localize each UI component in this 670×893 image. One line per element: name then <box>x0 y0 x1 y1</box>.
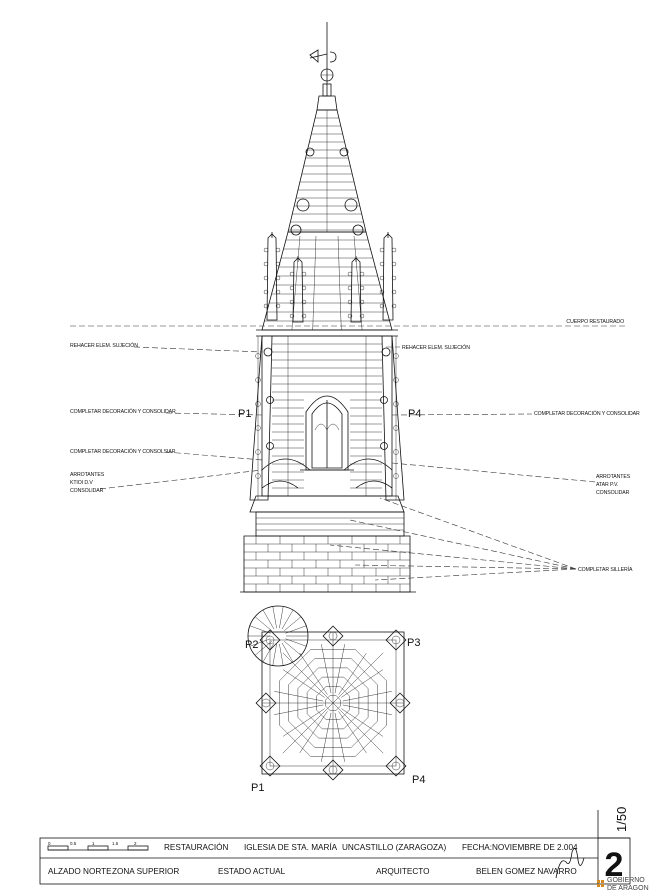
scale-tick-1: 1 <box>92 841 95 846</box>
annotation-rehacer-left: REHACER ELEM. SUJECIÓN <box>70 342 138 349</box>
annotation-arrotantes-right-1: ARROTANTES <box>596 474 631 480</box>
annotation-completar-left: COMPLETAR DECORACIÓN Y CONSOLIDAR <box>70 408 176 415</box>
scale-bar <box>47 845 149 851</box>
point-label-p1-elevation: P1 <box>238 408 251 420</box>
point-label-p1-plan: P1 <box>251 782 264 794</box>
weather-vane-icon <box>309 22 337 97</box>
point-label-p2-plan: P2 <box>245 639 258 651</box>
title-zona: ZONA SUPERIOR <box>112 867 179 876</box>
sheet-number: 2 <box>605 846 624 884</box>
annotation-leaders <box>70 325 625 581</box>
annotation-cuerpo-restaurado: CUERPO RESTAURADO <box>566 319 624 325</box>
drawing-scale: 1/50 <box>614 807 629 832</box>
annotation-completar-right: COMPLETAR DECORACIÓN Y CONSOLIDAR <box>534 410 640 417</box>
title-estado: ESTADO ACTUAL <box>218 867 286 876</box>
annotation-arrotantes-right-3: CONSOLIDAR <box>596 490 630 496</box>
title-location: UNCASTILLO (ZARAGOZA) <box>342 843 446 852</box>
gothic-window <box>300 395 354 471</box>
logo-line-2: DE ARAGON <box>607 885 649 892</box>
title-fecha-label: FECHA: <box>462 843 492 852</box>
annotation-completar-consolsiar: COMPLETAR DECORACIÓN Y CONSOLSIAR <box>70 448 176 455</box>
plan-view-drawing <box>247 605 411 781</box>
logo-line-1: GOBIERNO <box>607 877 645 884</box>
annotation-arrotantes-right-2: ATAR P.V. <box>596 482 618 488</box>
scale-tick-2: 2 <box>134 841 137 846</box>
architect-signature <box>555 848 585 879</box>
point-label-p4-plan: P4 <box>412 774 425 786</box>
title-block <box>39 810 631 885</box>
scale-tick-0: 0 <box>48 841 51 846</box>
north-elevation-drawing <box>240 22 416 593</box>
scale-tick-1-5: 1.5 <box>112 841 119 846</box>
annotation-arrotantes-left-1: ARROTANTES <box>70 472 105 478</box>
point-label-p4-elevation: P4 <box>408 408 421 420</box>
pinnacles <box>255 232 399 500</box>
point-label-p3-plan: P3 <box>407 637 420 649</box>
annotation-completar-silleria: COMPLETAR SILLERÍA <box>578 566 633 573</box>
tower-body <box>249 335 405 501</box>
scale-tick-0-5: 0.5 <box>70 841 77 846</box>
annotation-rehacer-right: REHACER ELEM. SUJECIÓN <box>402 344 470 351</box>
title-alzado: ALZADO NORTE <box>48 867 112 876</box>
central-spire <box>287 95 367 236</box>
title-arquitecto: ARQUITECTO <box>376 867 430 876</box>
gobierno-de-aragon-logo <box>597 880 604 887</box>
annotation-arrotantes-left-2: KTIOI D.V <box>70 480 93 486</box>
annotation-arrotantes-left-3: CONSOLIDAR <box>70 488 104 494</box>
title-architect-name: BELEN GOMEZ NAVARRO <box>476 867 577 876</box>
base-masonry <box>240 495 416 593</box>
title-fecha-value: NOVIEMBRE DE 2.004 <box>492 843 578 852</box>
title-iglesia: IGLESIA DE STA. MARÍA <box>244 842 338 852</box>
title-restauracion: RESTAURACIÓN <box>164 842 229 852</box>
